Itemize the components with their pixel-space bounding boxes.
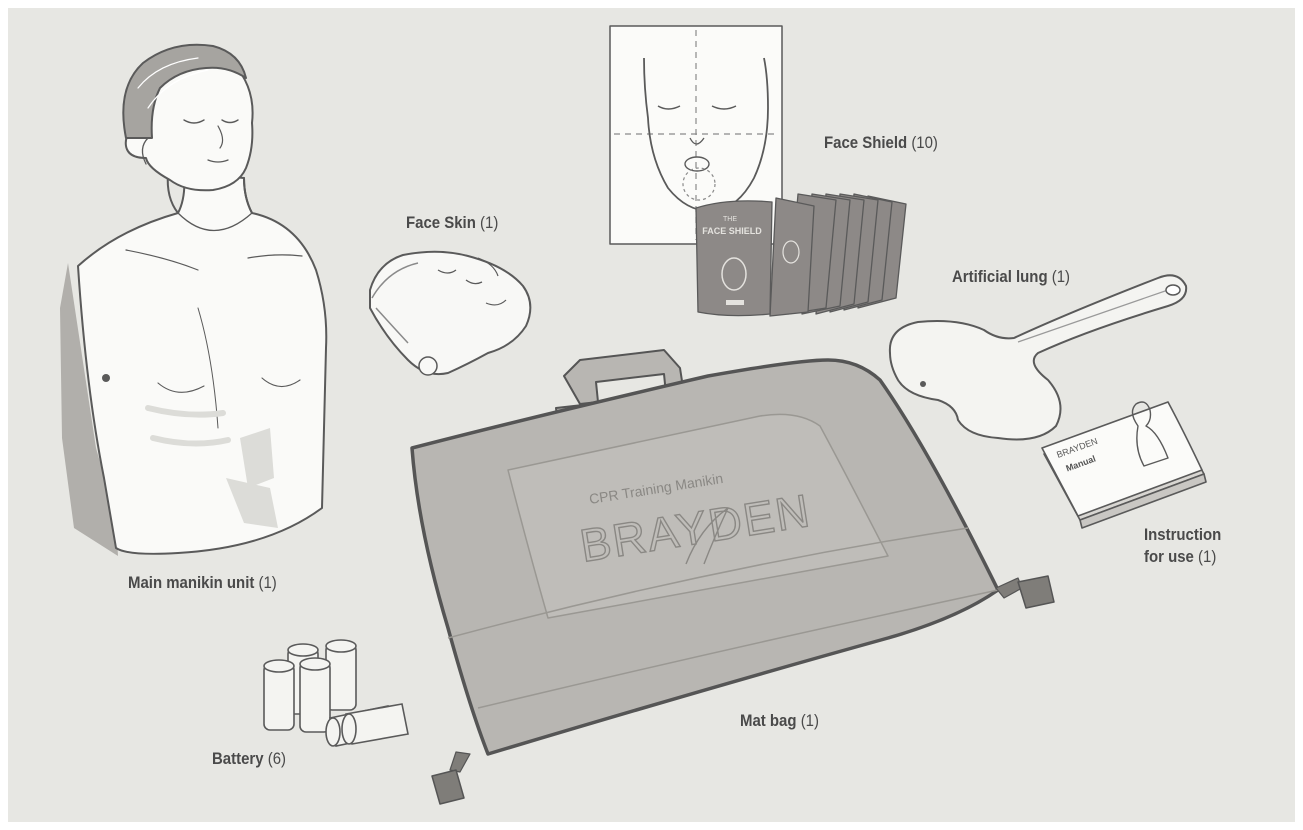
label-main-manikin-name: Main manikin unit: [128, 573, 254, 592]
product-contents-illustration: CPR Training Manikin BRAYDEN THE FACE SH…: [8, 8, 1295, 822]
label-face-skin-qty: (1): [480, 213, 498, 232]
pack-line1: THE: [723, 216, 737, 223]
label-battery-name: Battery: [212, 749, 264, 768]
label-instruction-line1: Instruction: [1144, 524, 1221, 546]
label-face-shield-name: Face Shield: [824, 133, 907, 152]
battery-drawing: [264, 640, 408, 746]
label-artificial-lung-name: Artificial lung: [952, 267, 1048, 286]
label-instruction: Instruction for use (1): [1144, 524, 1221, 568]
label-mat-bag: Mat bag (1): [740, 710, 819, 732]
label-face-shield: Face Shield (10): [824, 132, 938, 154]
label-instruction-line2: for use: [1144, 547, 1194, 566]
label-battery-qty: (6): [268, 749, 286, 768]
pack-line2: FACE SHIELD: [702, 226, 762, 236]
label-battery: Battery (6): [212, 748, 286, 770]
face-shield-drawing: [610, 26, 906, 316]
label-face-shield-qty: (10): [911, 133, 938, 152]
label-mat-bag-qty: (1): [801, 711, 819, 730]
label-artificial-lung: Artificial lung (1): [952, 266, 1070, 288]
label-mat-bag-name: Mat bag: [740, 711, 797, 730]
label-main-manikin: Main manikin unit (1): [128, 572, 277, 594]
label-main-manikin-qty: (1): [259, 573, 277, 592]
label-instruction-qty: (1): [1198, 547, 1216, 566]
manikin-drawing: [60, 45, 326, 556]
label-artificial-lung-qty: (1): [1052, 267, 1070, 286]
face-skin-drawing: [370, 252, 530, 375]
contents-drawing: CPR Training Manikin BRAYDEN THE FACE SH…: [8, 8, 1295, 822]
label-face-skin-name: Face Skin: [406, 213, 476, 232]
label-face-skin: Face Skin (1): [406, 212, 498, 234]
